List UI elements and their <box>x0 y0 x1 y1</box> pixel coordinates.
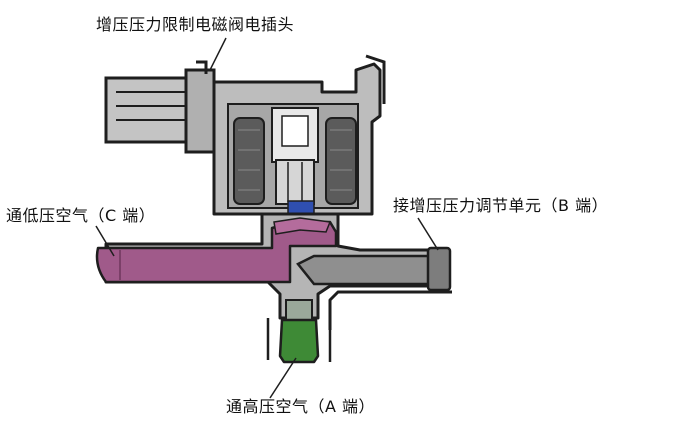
mounting-bracket <box>328 290 452 330</box>
port-c-low-pressure-passage <box>95 217 338 284</box>
solenoid-coil-right <box>325 117 357 205</box>
port-a-label: 通高压空气（A 端） <box>226 397 376 416</box>
leader-lines <box>95 37 439 399</box>
electrical-connector-plug <box>104 60 216 154</box>
port-b-label: 接增压压力调节单元（B 端） <box>393 196 609 215</box>
plunger-armature <box>271 107 319 205</box>
connector-label: 增压压力限制电磁阀电插头 <box>96 15 295 34</box>
port-a-high-pressure-passage <box>278 299 320 364</box>
port-b-passage <box>296 246 452 292</box>
port-c-label: 通低压空气（C 端） <box>6 206 156 225</box>
solenoid-coil-left <box>233 117 265 205</box>
